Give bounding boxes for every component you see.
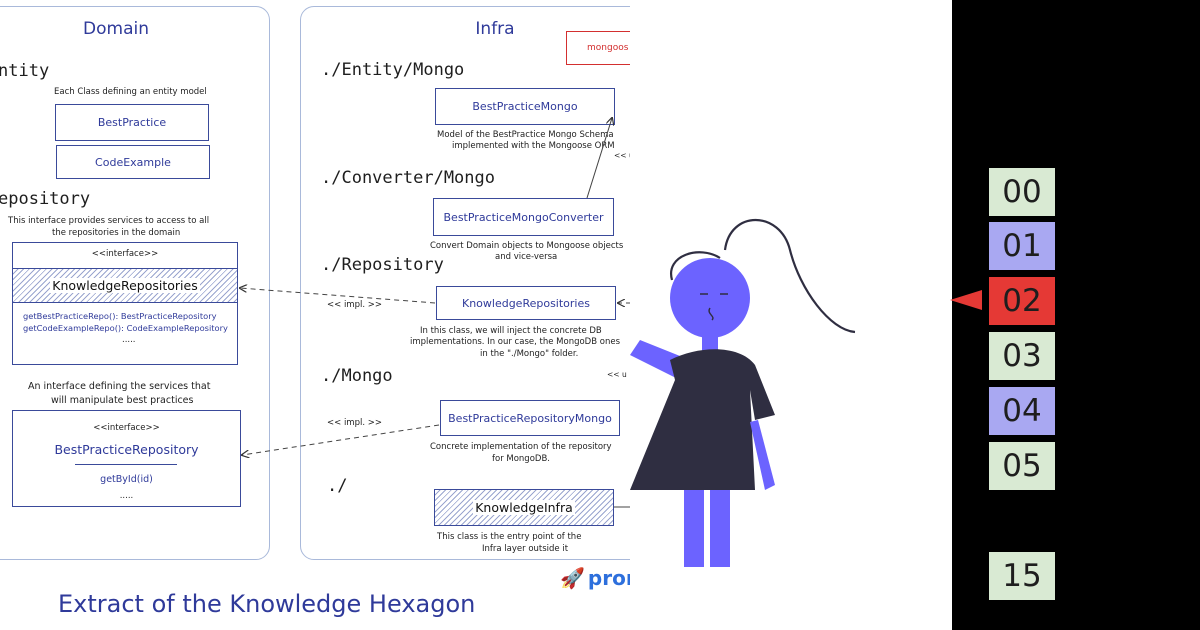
section-entity-mongo: ./Entity/Mongo <box>321 60 465 80</box>
infra-knowledge-repositories-box[interactable]: KnowledgeRepositories <box>436 286 616 320</box>
index-tile-15[interactable]: 15 <box>989 552 1055 600</box>
section-repository: ./Repository <box>321 255 444 275</box>
knowledge-repos-note-line2: implementations. In our case, the MongoD… <box>410 337 620 347</box>
index-tile-05[interactable]: 05 <box>989 442 1055 490</box>
section-converter-mongo: ./Converter/Mongo <box>321 168 495 188</box>
knowledge-iface-method-3: ..... <box>122 335 136 345</box>
bp-mongo-note-line1: Model of the BestPractice Mongo Schema <box>437 130 614 140</box>
dress <box>630 349 775 490</box>
bp-repo-mongo-note-line1: Concrete implementation of the repositor… <box>430 442 612 452</box>
entity-heading: ntity <box>0 61 50 81</box>
knowledge-infra-note-line2: Infra layer outside it <box>482 544 569 554</box>
converter-to-model-arrow <box>586 118 612 199</box>
left-leg <box>684 490 704 567</box>
repository-note-line1: This interface provides services to acce… <box>8 216 210 226</box>
knowledge-repos-note-line3: in the "./Mongo" folder. <box>480 349 579 359</box>
index-tile-02[interactable]: 02 <box>989 277 1055 325</box>
knowledge-iface-method-2: getCodeExampleRepo(): CodeExampleReposit… <box>23 323 228 333</box>
entity-box-codeexample[interactable]: CodeExample <box>56 145 210 179</box>
knowledge-repositories-interface[interactable]: <<interface>> KnowledgeRepositories getB… <box>12 242 238 365</box>
bp-mongo-note-line2: implemented with the Mongoose ORM <box>452 141 615 151</box>
converter-note-line1: Convert Domain objects to Mongoose objec… <box>430 241 624 251</box>
lower-arm <box>750 420 775 490</box>
uses-label-1: << u <box>614 151 634 160</box>
impl-arrow-knowledge <box>240 288 436 304</box>
entity-note: Each Class defining an entity model <box>54 87 207 97</box>
ponytail <box>723 218 856 334</box>
right-leg <box>710 490 730 567</box>
mouth <box>708 307 714 321</box>
converter-note-line2: and vice-versa <box>495 252 558 262</box>
index-tile-04[interactable]: 04 <box>989 387 1055 435</box>
bp-iface-stereotype: <<interface>> <box>93 423 160 433</box>
mongoose-tag-text: mongoos <box>587 43 629 53</box>
bp-iface-method-1: getById(id) <box>100 474 153 485</box>
index-tile-03[interactable]: 03 <box>989 332 1055 380</box>
hair-curl <box>670 251 721 281</box>
repository-heading: epository <box>0 189 91 209</box>
knowledge-iface-method-1: getBestPracticeRepo(): BestPracticeRepos… <box>23 311 217 321</box>
uses-label-2: << u <box>607 370 627 379</box>
repository-note-line2: the repositories in the domain <box>52 228 181 238</box>
knowledge-iface-stereotype: <<interface>> <box>91 249 159 259</box>
section-root: ./ <box>327 476 348 496</box>
diagram-connectors <box>0 0 640 508</box>
impl-label-2: << impl. >> <box>327 418 382 428</box>
bp-repository-mongo-box[interactable]: BestPracticeRepositoryMongo <box>440 400 620 436</box>
converter-box[interactable]: BestPracticeMongoConverter <box>433 198 614 236</box>
knowledge-infra-note-line1: This class is the entry point of the <box>437 532 582 542</box>
knowledge-iface-name: KnowledgeRepositories <box>13 268 237 303</box>
knowledge-repos-note-line1: In this class, we will inject the concre… <box>420 326 602 336</box>
knowledge-infra-box-text: KnowledgeInfra <box>473 500 575 515</box>
index-tile-01[interactable]: 01 <box>989 222 1055 270</box>
domain-title: Domain <box>83 19 149 39</box>
index-tile-00[interactable]: 00 <box>989 168 1055 216</box>
entity-box-bestpractice[interactable]: BestPractice <box>55 104 209 141</box>
infra-title: Infra <box>475 19 515 39</box>
bp-iface-method-2: ..... <box>119 491 134 501</box>
rocket-icon: 🚀 <box>560 566 585 590</box>
pointer-arrow-icon <box>950 290 982 310</box>
knowledge-infra-box[interactable]: KnowledgeInfra <box>434 489 614 526</box>
head <box>670 258 750 338</box>
impl-arrow-bp-repo <box>242 424 440 455</box>
impl-label-1: << impl. >> <box>327 300 382 310</box>
bp-iface-note-line2: will manipulate best practices <box>51 395 194 406</box>
section-mongo: ./Mongo <box>321 366 393 386</box>
best-practice-mongo-box[interactable]: BestPracticeMongo <box>435 88 615 125</box>
bp-iface-name: BestPracticeRepository <box>54 442 199 457</box>
bp-iface-divider <box>75 464 177 466</box>
presenter-figure <box>630 218 856 567</box>
best-practice-repository-interface[interactable]: <<interface>> BestPracticeRepository get… <box>12 410 241 507</box>
knowledge-iface-name-text: KnowledgeRepositories <box>50 278 200 293</box>
bp-repo-mongo-note-line2: for MongoDB. <box>492 454 550 464</box>
diagram-caption: Extract of the Knowledge Hexagon <box>58 590 476 618</box>
bp-iface-note-line1: An interface defining the services that <box>28 381 211 392</box>
